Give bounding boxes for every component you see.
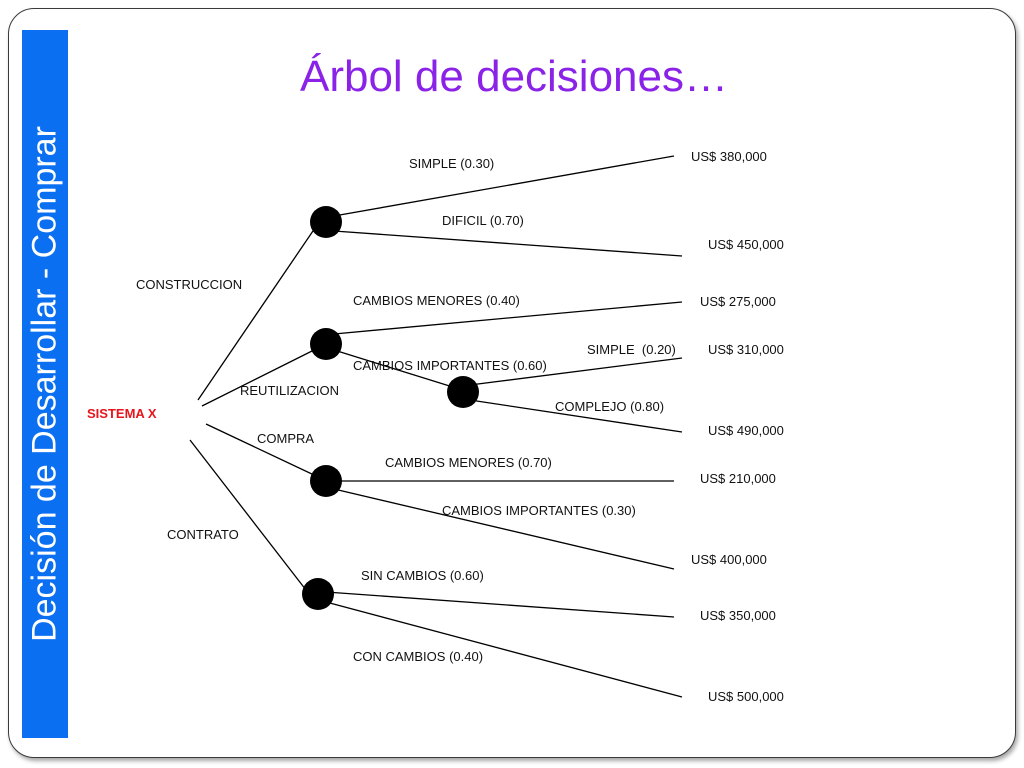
tree-edges <box>189 155 683 698</box>
edge-compra-importantes <box>333 488 675 570</box>
outcome-reutilizacion-menores: US$ 275,000 <box>700 294 776 309</box>
edge-label-reutilizacion-importantes: CAMBIOS IMPORTANTES (0.60) <box>353 358 547 373</box>
edge-importantes-simple <box>469 357 683 386</box>
outcome-importantes-complejo: US$ 490,000 <box>708 423 784 438</box>
edge-reutilizacion-menores <box>333 301 683 335</box>
edge-contrato-sin <box>325 591 675 618</box>
branch-label-reutilizacion: REUTILIZACION <box>240 383 339 398</box>
node-cambios-importantes <box>447 376 479 408</box>
outcome-importantes-simple: US$ 310,000 <box>708 342 784 357</box>
edge-label-construccion-dificil: DIFICIL (0.70) <box>442 213 524 228</box>
node-reutilizacion <box>310 328 342 360</box>
sidebar-band <box>22 30 68 738</box>
edge-label-importantes-complejo: COMPLEJO (0.80) <box>555 399 664 414</box>
outcome-compra-menores: US$ 210,000 <box>700 471 776 486</box>
edge-reutilizacion <box>201 349 315 407</box>
node-contrato <box>302 578 334 610</box>
edge-compra <box>205 423 315 476</box>
outcome-contrato-sin: US$ 350,000 <box>700 608 776 623</box>
page-title: Árbol de decisiones… <box>299 52 728 101</box>
edge-label-contrato-con: CON CAMBIOS (0.40) <box>353 649 483 664</box>
outcome-construccion-simple: US$ 380,000 <box>691 149 767 164</box>
outcome-compra-importantes: US$ 400,000 <box>691 552 767 567</box>
edge-label-compra-importantes: CAMBIOS IMPORTANTES (0.30) <box>442 503 636 518</box>
edge-construccion-simple <box>333 155 675 217</box>
edge-label-importantes-simple: SIMPLE (0.20) <box>587 342 676 357</box>
edge-contrato <box>189 439 307 591</box>
outcome-contrato-con: US$ 500,000 <box>708 689 784 704</box>
outcome-construccion-dificil: US$ 450,000 <box>708 237 784 252</box>
node-compra <box>310 465 342 497</box>
edge-label-construccion-simple: SIMPLE (0.30) <box>409 156 494 171</box>
edge-label-compra-menores: CAMBIOS MENORES (0.70) <box>385 455 552 470</box>
slide-frame <box>8 8 1016 758</box>
edge-construccion-dificil <box>333 230 683 257</box>
edge-label-contrato-sin: SIN CAMBIOS (0.60) <box>361 568 484 583</box>
branch-label-construccion: CONSTRUCCION <box>136 277 242 292</box>
branch-label-contrato: CONTRATO <box>167 527 239 542</box>
edge-importantes-complejo <box>469 399 683 433</box>
chance-nodes <box>302 206 479 610</box>
branch-label-compra: COMPRA <box>257 431 314 446</box>
root-label: SISTEMA X <box>87 406 157 421</box>
edge-construccion <box>197 227 316 401</box>
node-construccion <box>310 206 342 238</box>
edge-label-reutilizacion-menores: CAMBIOS MENORES (0.40) <box>353 293 520 308</box>
edge-reutilizacion-importantes <box>333 349 457 389</box>
edge-contrato-con <box>325 601 683 698</box>
